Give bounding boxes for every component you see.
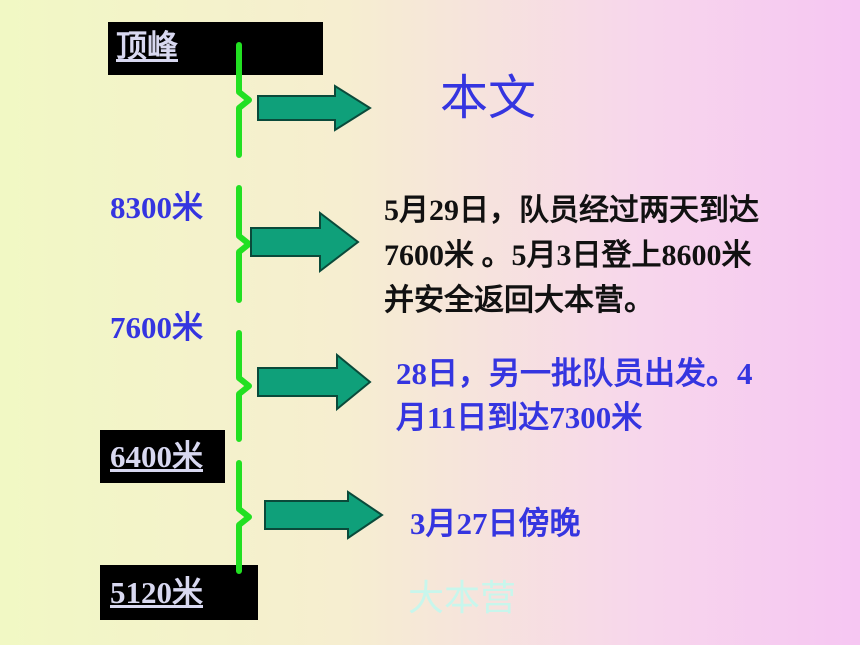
bracket-segment-2 bbox=[236, 185, 252, 303]
label-6400: 6400米 bbox=[100, 430, 225, 483]
event-third-line: 28日，另一批队员出发。4 bbox=[396, 356, 753, 391]
event-top: 本文 bbox=[440, 70, 537, 126]
event-second-line: 并安全返回大本营。 bbox=[384, 284, 654, 317]
event-third-line: 月11日到达7300米 bbox=[396, 400, 643, 435]
label-5120: 5120米 bbox=[100, 565, 258, 620]
event-second-line: 7600米 。5月3日登上8600米 bbox=[384, 239, 752, 272]
label-8300: 8300米 bbox=[110, 190, 203, 225]
arrow-right-icon bbox=[250, 210, 360, 274]
event-base: 大本营 bbox=[408, 578, 517, 619]
event-second-line: 5月29日，队员经过两天到达 bbox=[384, 194, 759, 227]
event-second: 5月29日，队员经过两天到达 7600米 。5月3日登上8600米 并安全返回大… bbox=[384, 188, 759, 323]
arrow-right-icon bbox=[257, 352, 372, 412]
label-7600: 7600米 bbox=[110, 310, 203, 345]
arrow-right-icon bbox=[257, 84, 372, 132]
arrow-right-icon bbox=[264, 490, 384, 540]
event-third: 28日，另一批队员出发。4 月11日到达7300米 bbox=[396, 352, 753, 440]
label-peak: 顶峰 bbox=[108, 22, 323, 75]
bracket-segment-3 bbox=[236, 330, 252, 442]
bracket-segment-4 bbox=[236, 460, 252, 574]
bracket-segment-1 bbox=[236, 42, 252, 158]
event-fourth: 3月27日傍晚 bbox=[410, 506, 581, 541]
